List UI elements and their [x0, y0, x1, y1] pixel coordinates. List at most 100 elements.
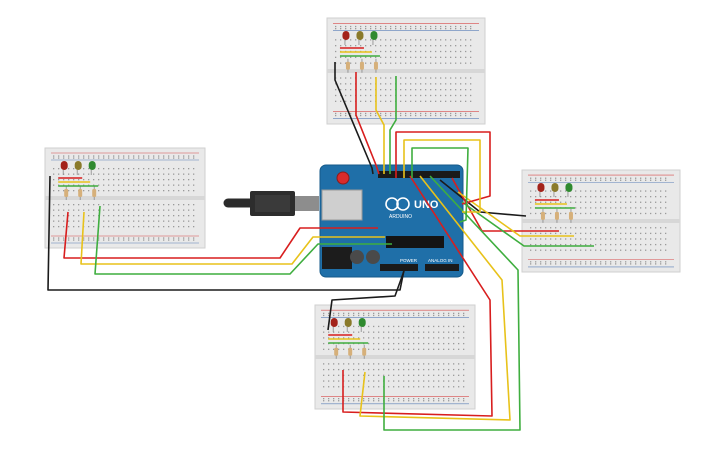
hole [428, 380, 430, 382]
hole [133, 173, 135, 175]
rail-hole [53, 155, 55, 157]
rail-hole [378, 314, 380, 317]
hole [660, 190, 662, 192]
hole [148, 209, 150, 211]
rail-hole [395, 28, 397, 30]
hole [393, 337, 395, 339]
rail-hole [590, 261, 592, 263]
wire-black [327, 270, 405, 331]
hole [405, 39, 407, 41]
hole [395, 62, 397, 64]
rail-hole [388, 400, 390, 402]
hole [385, 100, 387, 102]
hole [113, 209, 115, 211]
hole [383, 374, 385, 376]
hole [378, 325, 380, 328]
hole [193, 173, 195, 175]
rail-hole [335, 112, 337, 115]
hole [435, 94, 437, 97]
hole [188, 168, 190, 170]
hole [360, 45, 362, 47]
rail-hole [530, 261, 532, 263]
hole [435, 62, 437, 64]
rail-hole [148, 239, 150, 241]
arduino-brand-label: ARDUINO [389, 214, 412, 220]
hole [163, 179, 165, 181]
rail-hole [415, 112, 417, 115]
hole [103, 209, 105, 211]
hole [435, 39, 437, 41]
rail-hole [455, 25, 457, 28]
hole [415, 83, 417, 85]
rail-hole [625, 179, 627, 181]
hole [550, 238, 552, 240]
rail-hole [443, 398, 445, 400]
hole [645, 212, 647, 215]
hole [138, 220, 140, 222]
hole [440, 77, 442, 79]
rail-hole [383, 312, 385, 315]
hole [620, 227, 622, 229]
hole [188, 179, 190, 181]
hole [450, 89, 452, 91]
hole [173, 209, 175, 211]
center-channel [315, 355, 475, 359]
hole [443, 342, 445, 345]
hole [103, 173, 105, 175]
hole [665, 207, 667, 209]
hole [650, 201, 652, 203]
hole [445, 77, 447, 79]
hole-grid [530, 177, 667, 265]
rail-hole [108, 155, 110, 157]
hole [408, 363, 410, 365]
rail-hole [398, 400, 400, 402]
hole [433, 386, 435, 388]
hole [118, 168, 120, 170]
hole [555, 232, 557, 235]
rail-hole [345, 25, 347, 28]
rail-hole [73, 157, 75, 159]
hole [335, 50, 337, 53]
hole [63, 226, 65, 228]
rail-hole [605, 177, 607, 179]
hole [370, 94, 372, 97]
hole [78, 204, 80, 206]
hole [440, 100, 442, 102]
rail-hole [173, 239, 175, 241]
hole [423, 342, 425, 345]
hole [333, 348, 335, 350]
hole [645, 207, 647, 209]
rail-hole [380, 112, 382, 115]
hole [358, 348, 360, 350]
hole [443, 363, 445, 365]
hole [560, 249, 562, 251]
hole [423, 374, 425, 376]
hole [610, 207, 612, 209]
hole [153, 173, 155, 175]
rail-hole [413, 398, 415, 400]
hole [605, 196, 607, 198]
hole [590, 196, 592, 198]
hole [635, 232, 637, 235]
led-yellow [551, 183, 559, 192]
hole [408, 380, 410, 382]
rail-hole [63, 157, 65, 159]
hole [430, 39, 432, 41]
hole [123, 220, 125, 222]
hole [605, 243, 607, 246]
rail-hole [560, 263, 562, 265]
hole [148, 226, 150, 228]
hole [575, 196, 577, 198]
rail-hole [103, 155, 105, 157]
hole [655, 243, 657, 246]
rail-hole [425, 114, 427, 117]
hole [435, 77, 437, 79]
hole [353, 386, 355, 388]
hole-grid [323, 312, 465, 402]
resistor [362, 347, 367, 356]
rail-hole [595, 179, 597, 181]
hole [53, 184, 55, 186]
hole [443, 348, 445, 350]
breadboards [44, 17, 681, 410]
wire-green [389, 76, 397, 174]
